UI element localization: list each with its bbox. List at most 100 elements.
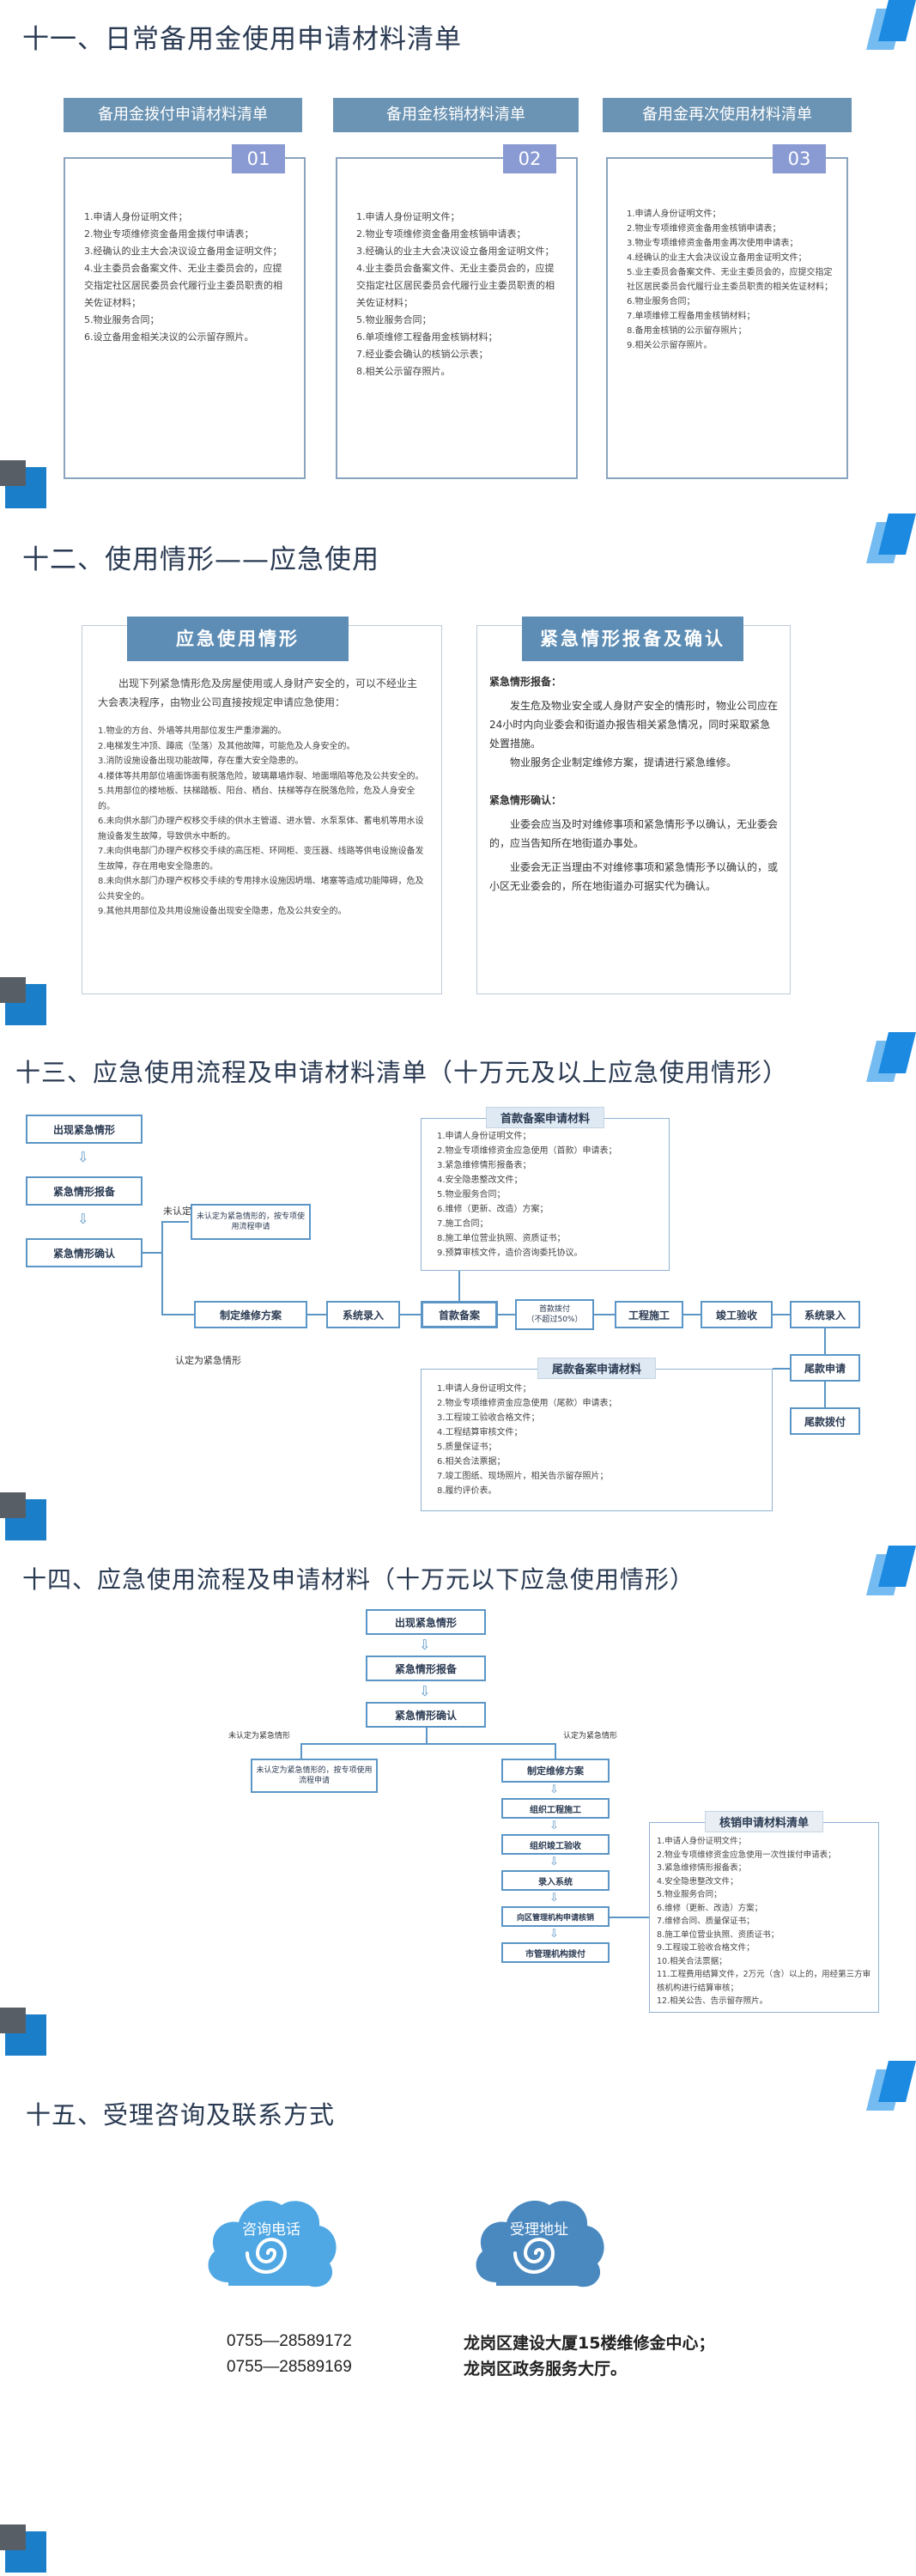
list-item: 2.物业专项维修资金应急使用一次性拨付申请表； <box>657 1850 836 1860</box>
phone-cloud: 咨询电话 <box>203 2179 340 2308</box>
flow-step: 系统录入 <box>790 1301 860 1328</box>
list-item: 8.施工单位营业执照、资质证书； <box>437 1234 566 1243</box>
list-item: 1.申请人身份证明文件； <box>437 1384 531 1394</box>
list-item: 1.申请人身份证明文件； <box>627 210 721 219</box>
section-11: 十一、日常备用金使用申请材料清单 备用金拨付申请材料清单 1.申请人身份证明文件… <box>0 0 916 508</box>
emergency-cases-card: 出现下列紧急情形危及房屋使用或人身财产安全的，可以不经业主大会表决程序，由物业公… <box>82 625 442 994</box>
card-header: 备用金再次使用材料清单 <box>603 98 852 132</box>
list-item: 1.申请人身份证明文件； <box>657 1837 747 1846</box>
list-item: 6.设立备用金相关决议的公示留存照片。 <box>84 331 254 343</box>
list-item: 5.物业服务合同； <box>657 1890 722 1899</box>
cloud-label: 受理地址 <box>510 2221 568 2239</box>
corner-decoration <box>866 513 916 565</box>
list-item: 2.物业专项维修资金备用金核销申请表； <box>356 228 526 240</box>
section-13: 十三、应急使用流程及申请材料清单（十万元及以上应急使用情形） 出现紧急情形 ⇩ … <box>0 1013 916 1540</box>
list-item: 7.竣工图纸、现场照片，相关告示留存照片； <box>437 1472 609 1481</box>
box-header: 核销申请材料清单 <box>704 1811 824 1832</box>
list-item: 1.物业的方台、外墙等共用部位发生严重渗漏的。 <box>98 726 287 736</box>
list-item: 5.物业服务合同； <box>437 1190 506 1200</box>
corner-decoration <box>0 2524 52 2576</box>
card-header: 备用金拨付申请材料清单 <box>64 98 302 132</box>
flow-step: 紧急情形确认 <box>26 1238 143 1267</box>
list-item: 12.相关公告、告示留存照片。 <box>657 1996 768 2006</box>
section-15: 十五、受理咨询及联系方式 咨询电话 0755—28589172 0755—285… <box>0 2061 916 2576</box>
paragraph: 业委会应当及时对维修事项和紧急情形予以确认，无业委会的，应当告知所在地街道办事处… <box>489 818 779 849</box>
list-item: 6.相关合法票据； <box>437 1457 506 1467</box>
flow-step: 首款拨付 （不超过50%） <box>515 1299 594 1330</box>
flow-step: 组织工程施工 <box>501 1798 610 1819</box>
list-item: 5.物业服务合同； <box>356 314 432 325</box>
section-14: 十四、应急使用流程及申请材料（十万元以下应急使用情形） 出现紧急情形 ⇩ 紧急情… <box>0 1528 916 2061</box>
list-item: 6.未向供水部门办理产权移交手续的供水主管道、进水管、水泵泵体、蓄电机等用水设施… <box>98 817 424 841</box>
card-body: 紧急情形报备： 发生危及物业安全或人身财产安全的情形时，物业公司应在24小时内向… <box>489 672 778 896</box>
flow-step: 系统录入 <box>326 1301 400 1328</box>
list-item: 4.安全隐患整改文件； <box>437 1176 523 1185</box>
list-item: 10.相关合法票据； <box>657 1956 727 1966</box>
flow-step: 紧急情形确认 <box>366 1702 486 1728</box>
corner-decoration <box>0 977 52 1029</box>
list-item: 2.物业专项维修资金备用金核销申请表； <box>627 224 781 234</box>
cloud-icon <box>476 2200 604 2287</box>
subheading: 紧急情形报备： <box>489 676 562 688</box>
box-list: 1.申请人身份证明文件； 2.物业专项维修资金应急使用（首款）申请表； 3.紧急… <box>437 1129 662 1261</box>
list-item: 7.经业委会确认的核销公示表； <box>356 349 488 360</box>
list-item: 4.业主委员会备案文件、无业主委员会的，应提交指定社区居民委员会代履行业主委员职… <box>356 263 555 308</box>
phone-list: 0755—28589172 0755—28589169 <box>227 2329 352 2380</box>
corner-decoration <box>0 1492 52 1544</box>
list-item: 7.未向供电部门办理产权移交手续的高压柜、环网柜、变压器、线路等供电设施设备发生… <box>98 847 424 872</box>
address-cloud: 受理地址 <box>470 2179 608 2308</box>
section-title: 十三、应急使用流程及申请材料清单（十万元及以上应急使用情形） <box>15 1058 789 1087</box>
flow-step: 制定维修方案 <box>194 1301 307 1328</box>
list-item: 3.物业专项维修资金备用金再次使用申请表； <box>627 239 798 248</box>
down-arrow-icon: ⇩ <box>77 1149 89 1165</box>
list-item: 9.工程竣工验收合格文件； <box>657 1943 755 1953</box>
list-item: 7.施工合同； <box>437 1219 488 1229</box>
list-item: 2.物业专项维修资金备用金拨付申请表； <box>84 228 254 240</box>
section-title: 十四、应急使用流程及申请材料（十万元以下应急使用情形） <box>22 1565 695 1594</box>
corner-decoration <box>0 460 52 512</box>
step-sublabel: （不超过50%） <box>526 1315 583 1324</box>
flow-step: 尾款拨付 <box>790 1407 860 1435</box>
list-item: 3.经确认的业主大会决议设立备用金证明文件； <box>356 246 555 257</box>
list-item: 8.相关公示留存照片。 <box>356 366 451 377</box>
list-item: 7.单项维修工程备用金核销材料； <box>627 312 755 321</box>
list-item: 1.申请人身份证明文件； <box>356 211 460 222</box>
card-list: 1.申请人身份证明文件； 2.物业专项维修资金备用金核销申请表； 3.经确认的业… <box>356 209 562 380</box>
list-item: 4.安全隐患整改文件； <box>657 1876 738 1886</box>
list-item: 2.物业专项维修资金应急使用（首款）申请表； <box>437 1146 617 1156</box>
list-item: 8.备用金核销的公示留存照片； <box>627 326 747 336</box>
list-item: 8.未向供水部门办理产权移交手续的专用排水设施因坍塌、堵塞等造成功能障碍，危及公… <box>98 877 424 902</box>
material-card: 1.申请人身份证明文件； 2.物业专项维修资金备用金拨付申请表； 3.经确认的业… <box>64 157 306 479</box>
address-line: 龙岗区建设大厦15楼维修金中心； <box>464 2334 715 2353</box>
box-list: 1.申请人身份证明文件； 2.物业专项维修资金应急使用（尾款）申请表； 3.工程… <box>437 1382 765 1498</box>
card-number: 02 <box>503 144 556 173</box>
card-number: 01 <box>232 144 285 173</box>
section-title: 十五、受理咨询及联系方式 <box>26 2100 336 2129</box>
list-item: 3.紧急维修情形报备表； <box>437 1161 531 1170</box>
list-item: 6.单项维修工程备用金核销材料； <box>356 331 498 343</box>
flow-step: 紧急情形报备 <box>366 1656 486 1681</box>
list-item: 5.业主委员会备案文件、无业主委员会的，应提交指定社区居民委员会代履行业主委员职… <box>627 268 833 292</box>
branch-label: 未认定为紧急情形 <box>228 1732 291 1741</box>
list-item: 9.预算审核文件，造价咨询委托协议。 <box>437 1249 583 1258</box>
step-label: 首款拨付 <box>538 1305 570 1314</box>
list-item: 8.施工单位营业执照、资质证书； <box>657 1929 780 1940</box>
corner-decoration <box>0 2008 52 2059</box>
down-arrow-icon: ⇩ <box>419 1637 431 1653</box>
list-item: 6.维修（更新、改造）方案； <box>657 1903 763 1913</box>
card-header: 备用金核销材料清单 <box>333 98 579 132</box>
flow-step: 尾款申请 <box>790 1354 860 1382</box>
list-item: 11.工程费用结算文件，2万元（含）以上的，用经第三方审核机构进行结算审核； <box>657 1970 871 1993</box>
box-list: 1.申请人身份证明文件； 2.物业专项维修资金应急使用一次性拨付申请表； 3.紧… <box>657 1835 873 2008</box>
list-item: 9.相关公示留存照片。 <box>627 341 713 350</box>
box-header: 首款备案申请材料 <box>485 1107 605 1128</box>
card-number: 03 <box>773 144 826 173</box>
flow-step: 出现紧急情形 <box>26 1115 143 1144</box>
list-item: 9.其他共用部位及共用设施设备出现安全隐患，危及公共安全的。 <box>98 907 347 916</box>
flow-step: 组织竣工验收 <box>501 1834 610 1855</box>
flow-step: 工程施工 <box>615 1301 683 1328</box>
down-arrow-icon: ⇩ <box>419 1683 431 1699</box>
phone-number: 0755—28589172 <box>227 2332 352 2350</box>
paragraph: 发生危及物业安全或人身财产安全的情形时，物业公司应在24小时内向业委会和街道办报… <box>489 700 779 750</box>
list-item: 7.维修合同、质量保证书； <box>657 1917 755 1926</box>
